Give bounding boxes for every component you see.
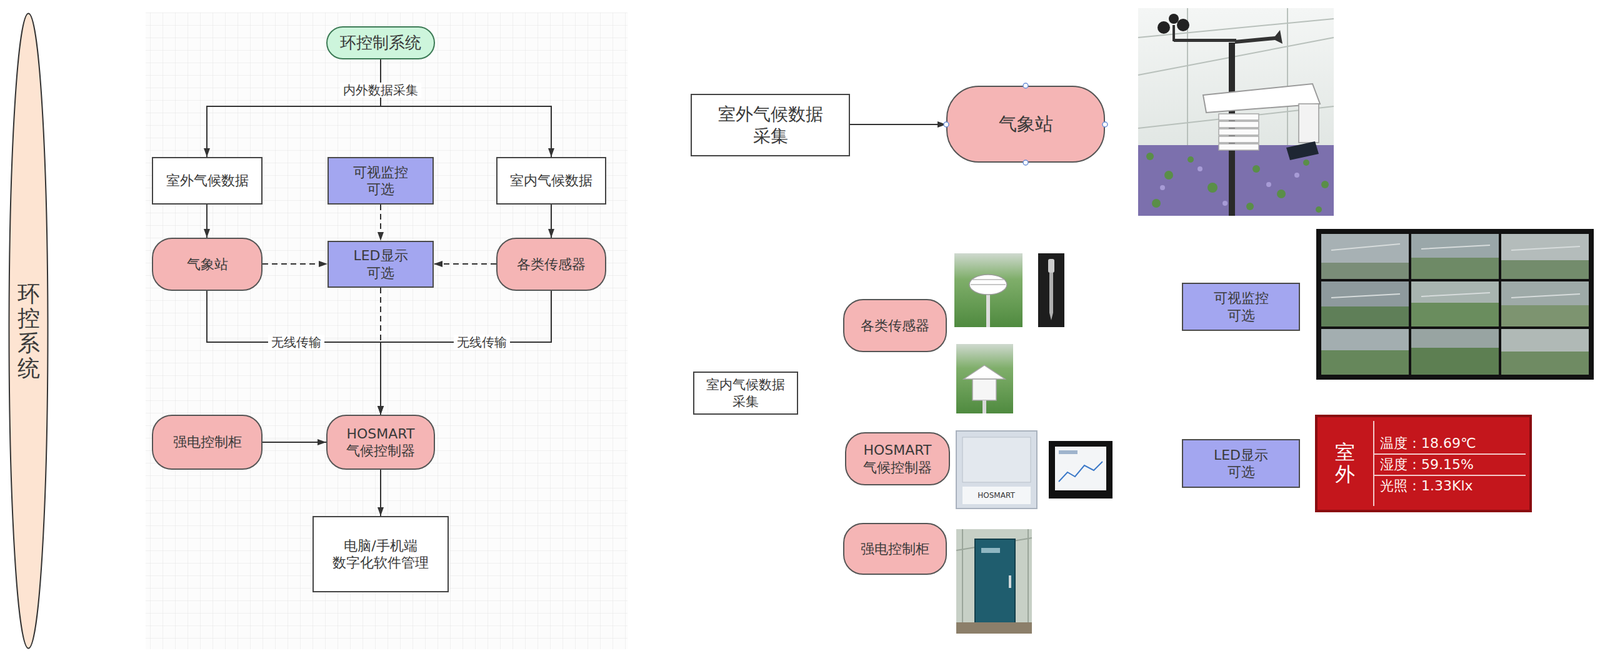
weather-station-photo	[1138, 8, 1334, 216]
connector	[380, 59, 552, 157]
connector	[206, 59, 381, 157]
connector	[850, 123, 947, 125]
data-box: 室内气候数据 采集	[693, 371, 799, 415]
node-text: HOSMART 气候控制器	[345, 425, 416, 460]
device-node: 强电控制柜	[151, 414, 263, 470]
node-text: 室内气候数据 采集	[705, 376, 786, 410]
data-box: 室外气候数据	[151, 156, 263, 205]
node-text: HOSMART 气候控制器	[862, 441, 933, 476]
brand-text: HOSMART	[977, 490, 1015, 500]
dashed-connector	[262, 263, 328, 265]
monitor-photo	[1316, 228, 1594, 380]
node-text: 气象站	[186, 255, 229, 274]
connector	[206, 290, 381, 415]
controller-node: HOSMART 气候控制器	[326, 414, 435, 470]
edge-label: 内外数据采集	[340, 82, 422, 98]
system-band: 环控系统	[8, 12, 49, 649]
node-text: 环控制系统	[339, 32, 422, 54]
band-shape	[9, 13, 49, 649]
device-node: 强电控制柜	[843, 522, 947, 575]
edge-label: 无线传输	[268, 334, 325, 350]
node-text: 环控系统	[17, 281, 40, 380]
connector	[380, 290, 552, 415]
device-node: 气象站	[946, 85, 1105, 163]
root-node: 环控制系统	[326, 26, 435, 60]
grid-lines	[145, 12, 628, 649]
node-text: 强电控制柜	[172, 433, 243, 451]
dashed-connector	[380, 204, 382, 241]
node-text: 可视监控 可选	[352, 163, 409, 199]
data-box: 室外气候数据 采集	[690, 93, 850, 157]
node-text: LED显示 可选	[352, 246, 409, 282]
controller-photo	[956, 430, 1037, 509]
led-sign-photo	[1316, 415, 1531, 511]
node-text: 可视监控 可选	[1213, 289, 1270, 324]
option-box: LED显示 可选	[327, 240, 434, 288]
touch-screen-photo	[1048, 440, 1113, 499]
node-text: 电脑/手机端 数字化软件管理	[331, 536, 430, 572]
node-text: 室外气候数据 采集	[717, 103, 824, 147]
option-box: 可视监控 可选	[1181, 282, 1300, 331]
sign-text: 室外	[1335, 441, 1355, 485]
option-box: 可视监控 可选	[327, 156, 434, 205]
sign-text: 光照：1.33Klx	[1380, 477, 1474, 494]
node-text: LED显示 可选	[1213, 446, 1270, 481]
connector	[262, 441, 327, 443]
connector	[380, 469, 382, 516]
node-text: 各类传感器	[516, 255, 587, 274]
option-box: LED显示 可选	[1181, 438, 1300, 488]
connector	[206, 204, 208, 238]
dashed-connector	[433, 263, 497, 265]
node-text: 强电控制柜	[860, 540, 930, 558]
edge-label: 无线传输	[453, 334, 510, 350]
device-node: 各类传感器	[496, 237, 607, 291]
soil-probe-photo	[1038, 253, 1065, 327]
data-box: 室内气候数据	[496, 156, 607, 205]
rain-gauge-photo	[956, 343, 1014, 414]
node-text: 室外气候数据	[165, 171, 250, 190]
sensor-photo	[954, 253, 1023, 327]
device-node: 气象站	[151, 237, 263, 291]
device-node: 各类传感器	[843, 298, 947, 352]
node-text: 各类传感器	[860, 316, 930, 335]
dashed-connector	[380, 287, 382, 415]
software-box: 电脑/手机端 数字化软件管理	[312, 515, 449, 592]
node-text: 气象站	[998, 112, 1054, 135]
connector	[550, 204, 552, 238]
grid-panel	[145, 12, 628, 649]
controller-node: HOSMART 气候控制器	[845, 431, 950, 485]
sign-text: 湿度：59.15%	[1380, 456, 1474, 473]
sign-text: 温度：18.69℃	[1380, 435, 1477, 452]
node-text: 室内气候数据	[509, 171, 594, 190]
power-cabinet-photo	[956, 528, 1032, 634]
